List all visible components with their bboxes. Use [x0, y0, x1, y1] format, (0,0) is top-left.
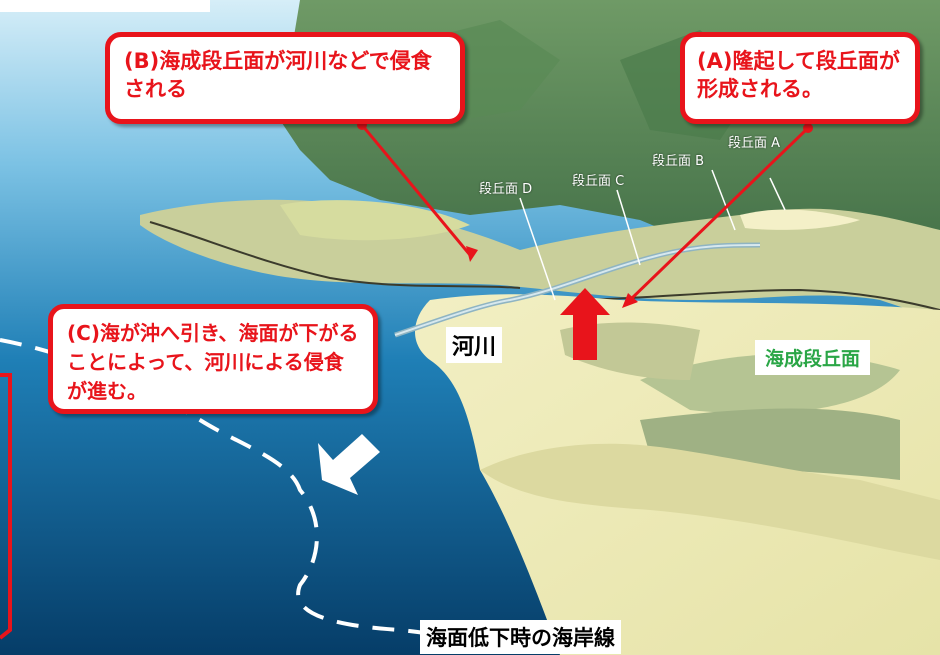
white-margin [0, 0, 210, 12]
callout-c-text: (C)海が沖へ引き、海面が下がることによって、河川による侵食が進む。 [67, 321, 359, 403]
terrace-label-d: 段丘面 D [479, 182, 533, 197]
callout-a: (A)隆起して段丘面が形成される。 [680, 32, 920, 124]
callout-b-text: (B)海成段丘面が河川などで侵食される [124, 49, 432, 101]
river-label: 河川 [446, 327, 503, 363]
callout-a-text: (A)隆起して段丘面が形成される。 [697, 49, 900, 101]
terrace-label-b: 段丘面 B [652, 154, 705, 169]
marine-terrace-label: 海成段丘面 [755, 340, 871, 375]
sea-retreat-arrow [318, 434, 380, 495]
shoreline-label: 海面低下時の海岸線 [420, 620, 621, 654]
left-frame [0, 373, 12, 640]
pointer-b [360, 124, 472, 256]
callout-b: (B)海成段丘面が河川などで侵食される [105, 32, 465, 124]
uplift-arrow [560, 288, 610, 360]
pointer-a [628, 126, 810, 302]
terrace-label-a: 段丘面 A [728, 136, 781, 151]
terrace-label-c: 段丘面 C [572, 174, 625, 189]
callout-c: (C)海が沖へ引き、海面が下がることによって、河川による侵食が進む。 [48, 304, 378, 414]
